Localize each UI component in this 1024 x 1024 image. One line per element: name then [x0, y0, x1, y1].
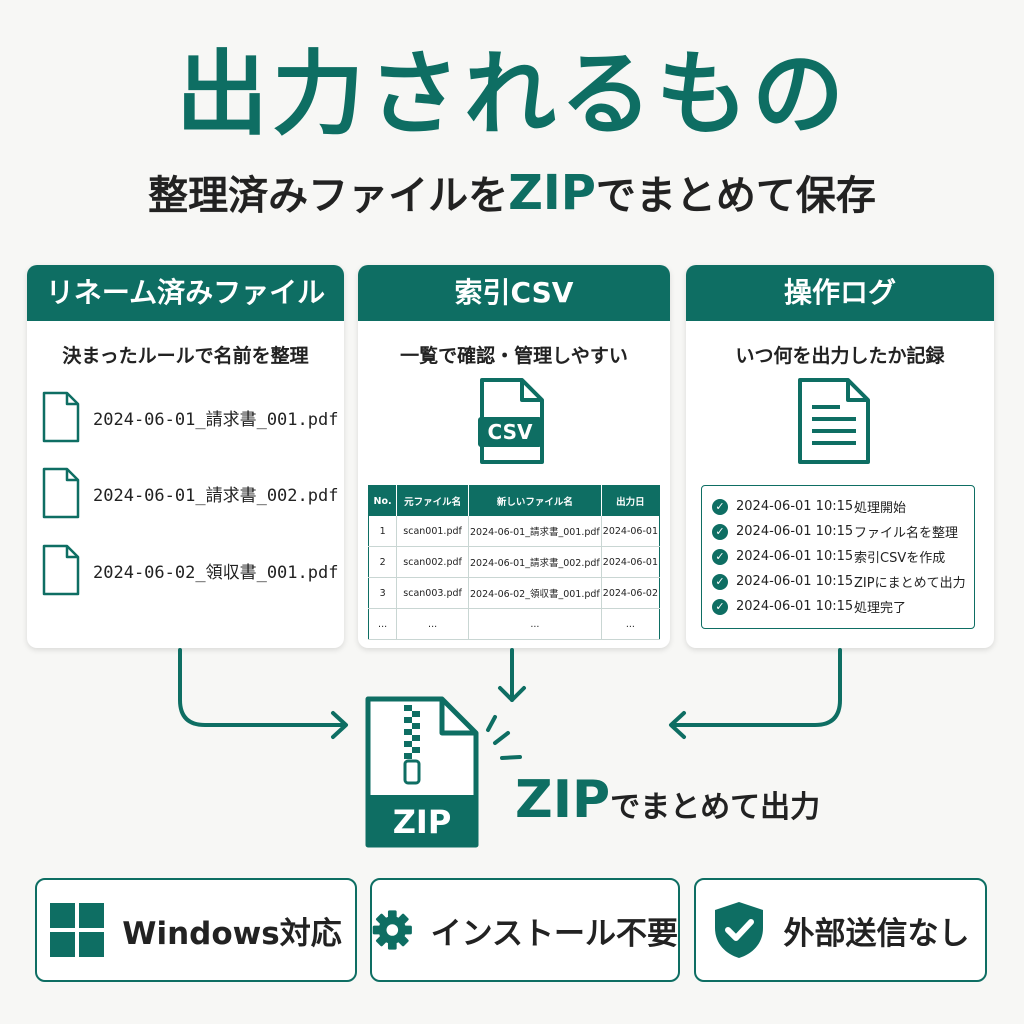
log-time: 2024-06-01 10:15	[736, 524, 854, 539]
badge-label: Windows対応	[122, 915, 342, 952]
zip-output-label: ZIPでまとめて出力	[515, 770, 820, 830]
log-time: 2024-06-01 10:15	[736, 549, 854, 564]
check-icon: ✓	[712, 573, 728, 590]
badge-no-install: インストール不要	[370, 878, 680, 982]
table-row: 3 scan003.pdf 2024-06-02_領収書_001.pdf 202…	[368, 577, 660, 609]
table-row: 1 scan001.pdf 2024-06-01_請求書_001.pdf 202…	[368, 516, 660, 547]
check-icon: ✓	[712, 548, 728, 565]
table-cell: 2024-06-01_請求書_002.pdf	[468, 546, 602, 578]
log-text: 処理開始	[854, 501, 907, 516]
file-name: 2024-06-02_領収書_001.pdf	[93, 562, 339, 583]
document-icon	[798, 378, 870, 464]
badge-label: インストール不要	[430, 915, 678, 952]
table-header: 元ファイル名	[396, 485, 469, 516]
table-cell: ...	[396, 608, 469, 640]
table-cell: 2024-06-01_請求書_001.pdf	[468, 516, 602, 547]
table-cell: scan002.pdf	[396, 546, 469, 578]
log-text: ZIPにまとめて出力	[854, 576, 966, 591]
log-time: 2024-06-01 10:15	[736, 499, 854, 514]
file-icon	[42, 391, 80, 443]
renamed-files-card-title: リネーム済みファイル	[27, 265, 344, 321]
sparkle-lines	[486, 715, 522, 760]
table-row: 2 scan002.pdf 2024-06-01_請求書_002.pdf 202…	[368, 546, 660, 578]
file-icon	[42, 544, 80, 596]
arrow-left	[178, 648, 347, 727]
table-cell: 2024-06-02_領収書_001.pdf	[468, 577, 602, 609]
table-header: 新しいファイル名	[468, 485, 602, 516]
csv-file-icon: CSV	[478, 378, 544, 464]
table-header: No.	[368, 485, 398, 516]
check-icon: ✓	[712, 523, 728, 540]
windows-icon	[50, 903, 105, 957]
badge-windows: Windows対応	[35, 878, 357, 982]
page-subtitle: 整理済みファイルをZIPでまとめて保存	[0, 165, 1024, 224]
table-cell: scan003.pdf	[396, 577, 469, 609]
zip-file-icon: ZIP	[365, 696, 479, 848]
shield-check-icon	[714, 902, 763, 958]
file-item: 2024-06-02_領収書_001.pdf	[41, 542, 338, 598]
table-cell: 1	[368, 516, 398, 547]
zip-icon-label: ZIP	[393, 803, 452, 841]
file-item: 2024-06-01_請求書_002.pdf	[41, 465, 338, 521]
table-cell: 2024-06-02	[601, 577, 660, 609]
arrow-right	[670, 648, 842, 727]
table-cell: scan001.pdf	[396, 516, 469, 547]
subtitle-after: でまとめて保存	[595, 173, 876, 219]
index-csv-card-desc: 一覧で確認・管理しやすい	[400, 345, 628, 367]
file-name: 2024-06-01_請求書_002.pdf	[93, 485, 339, 506]
page-title: 出力されるもの	[175, 41, 848, 148]
table-cell: 3	[368, 577, 398, 609]
check-icon: ✓	[712, 598, 728, 615]
csv-icon-label: CSV	[488, 420, 533, 444]
log-text: 処理完了	[854, 601, 907, 616]
table-header: 出力日	[601, 485, 660, 516]
operation-log-card-title: 操作ログ	[686, 265, 994, 321]
check-icon: ✓	[712, 498, 728, 515]
log-time: 2024-06-01 10:15	[736, 574, 854, 589]
table-cell: 2024-06-01	[601, 516, 660, 547]
badge-no-external: 外部送信なし	[694, 878, 987, 982]
subtitle-zip: ZIP	[508, 165, 596, 221]
operation-log-card-desc: いつ何を出力したか記録	[735, 345, 945, 367]
table-row: ... ... ... ...	[368, 608, 660, 640]
csv-table: No. 元ファイル名 新しいファイル名 出力日 1 scan001.pdf 20…	[368, 485, 660, 640]
index-csv-card-title: 索引CSV	[358, 265, 670, 321]
zip-label-rest: でまとめて出力	[610, 790, 821, 825]
gear-icon	[372, 910, 412, 950]
table-cell: ...	[468, 608, 602, 640]
table-cell: 2024-06-01	[601, 546, 660, 578]
table-cell: ...	[601, 608, 660, 640]
log-text: 索引CSVを作成	[854, 551, 946, 566]
zip-label-zip: ZIP	[515, 770, 611, 830]
log-text: ファイル名を整理	[854, 526, 959, 541]
index-csv-card: 索引CSV 一覧で確認・管理しやすい CSV No. 元ファイル名 新しいファイ…	[358, 265, 670, 648]
file-name: 2024-06-01_請求書_001.pdf	[93, 409, 339, 430]
log-time: 2024-06-01 10:15	[736, 599, 854, 614]
renamed-files-card-desc: 決まったルールで名前を整理	[62, 345, 309, 367]
table-cell: 2	[368, 546, 398, 578]
badge-label: 外部送信なし	[783, 915, 970, 952]
subtitle-before: 整理済みファイルを	[148, 173, 509, 219]
file-icon	[42, 467, 80, 519]
renamed-files-card: リネーム済みファイル 決まったルールで名前を整理 2024-06-01_請求書_…	[27, 265, 344, 648]
file-item: 2024-06-01_請求書_001.pdf	[41, 389, 338, 445]
table-cell: ...	[368, 608, 398, 640]
